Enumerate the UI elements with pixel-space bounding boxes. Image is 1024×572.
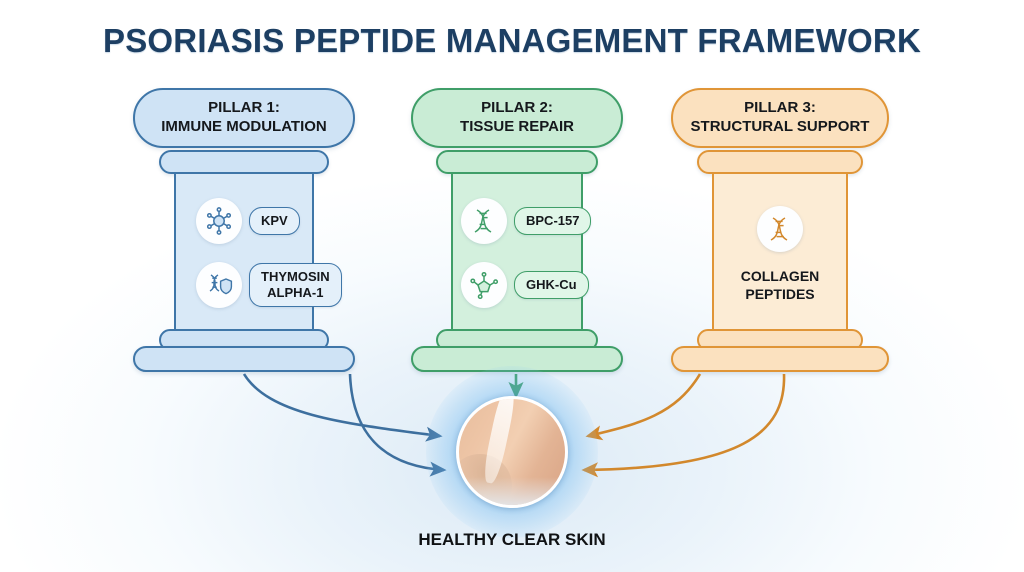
- pillar-1-item-0[interactable]: KPV: [196, 198, 300, 244]
- pillar-2-heading-line1: PILLAR 2:: [481, 99, 553, 117]
- pillar-1-item-1-label[interactable]: THYMOSIN ALPHA-1: [249, 263, 342, 307]
- pillar-3-neck: [697, 150, 863, 174]
- pillar-3-item-0[interactable]: [757, 206, 803, 252]
- pillar1-upper-arrow: [242, 373, 443, 442]
- pillar-3-capital: PILLAR 3: STRUCTURAL SUPPORT: [671, 88, 889, 148]
- pillar-2-neck: [436, 150, 598, 174]
- pillar-3-item-0-label: COLLAGEN PEPTIDES: [740, 268, 820, 302]
- pillar-1-item-1[interactable]: THYMOSIN ALPHA-1: [196, 262, 342, 308]
- pillar-1-shaft: [174, 174, 314, 347]
- pillar-2-heading: PILLAR 2: TISSUE REPAIR: [460, 99, 574, 137]
- pillar-1-heading-line2: IMMUNE MODULATION: [161, 118, 327, 135]
- cell-receptor-icon: [196, 198, 242, 244]
- outcome-node: [426, 366, 598, 538]
- pillar-1-item-0-label[interactable]: KPV: [249, 207, 300, 235]
- pillar-2-heading-line2: TISSUE REPAIR: [460, 118, 574, 135]
- pillar-2-item-0[interactable]: BPC-157: [461, 198, 592, 244]
- pillar-3-heading-line2: STRUCTURAL SUPPORT: [690, 118, 870, 135]
- pillar-3-base: [671, 346, 889, 372]
- pillar-2-capital: PILLAR 2: TISSUE REPAIR: [411, 88, 623, 148]
- dna-shield-icon: [196, 262, 242, 308]
- pillar-3-heading-line1: PILLAR 3:: [744, 99, 816, 117]
- pillar-3-shaft: [712, 174, 848, 347]
- pillar-2-item-1-label[interactable]: GHK-Cu: [514, 271, 589, 299]
- pillar-1-heading-line1: PILLAR 1:: [208, 99, 280, 117]
- pillar-1-neck: [159, 150, 329, 174]
- pillar3-lower-arrow: [581, 373, 786, 478]
- outcome-label: HEALTHY CLEAR SKIN: [418, 530, 606, 549]
- skin-foreground: [459, 477, 565, 505]
- molecule-ring-icon: [461, 262, 507, 308]
- page-title: PSORIASIS PEPTIDE MANAGEMENT FRAMEWORK: [103, 22, 921, 59]
- pillar-1-heading: PILLAR 1: IMMUNE MODULATION: [161, 99, 327, 137]
- pillar-2-item-0-label[interactable]: BPC-157: [514, 207, 592, 235]
- pillar-2-item-1[interactable]: GHK-Cu: [461, 262, 589, 308]
- pillar-1-capital: PILLAR 1: IMMUNE MODULATION: [133, 88, 355, 148]
- dna-helix-icon: [461, 198, 507, 244]
- dna-helix-icon: [757, 206, 803, 252]
- pillar-1-base: [133, 346, 355, 372]
- pillar3-upper-arrow: [585, 373, 702, 441]
- clear-skin-photo: [456, 396, 568, 508]
- pillar-3-heading: PILLAR 3: STRUCTURAL SUPPORT: [691, 99, 870, 137]
